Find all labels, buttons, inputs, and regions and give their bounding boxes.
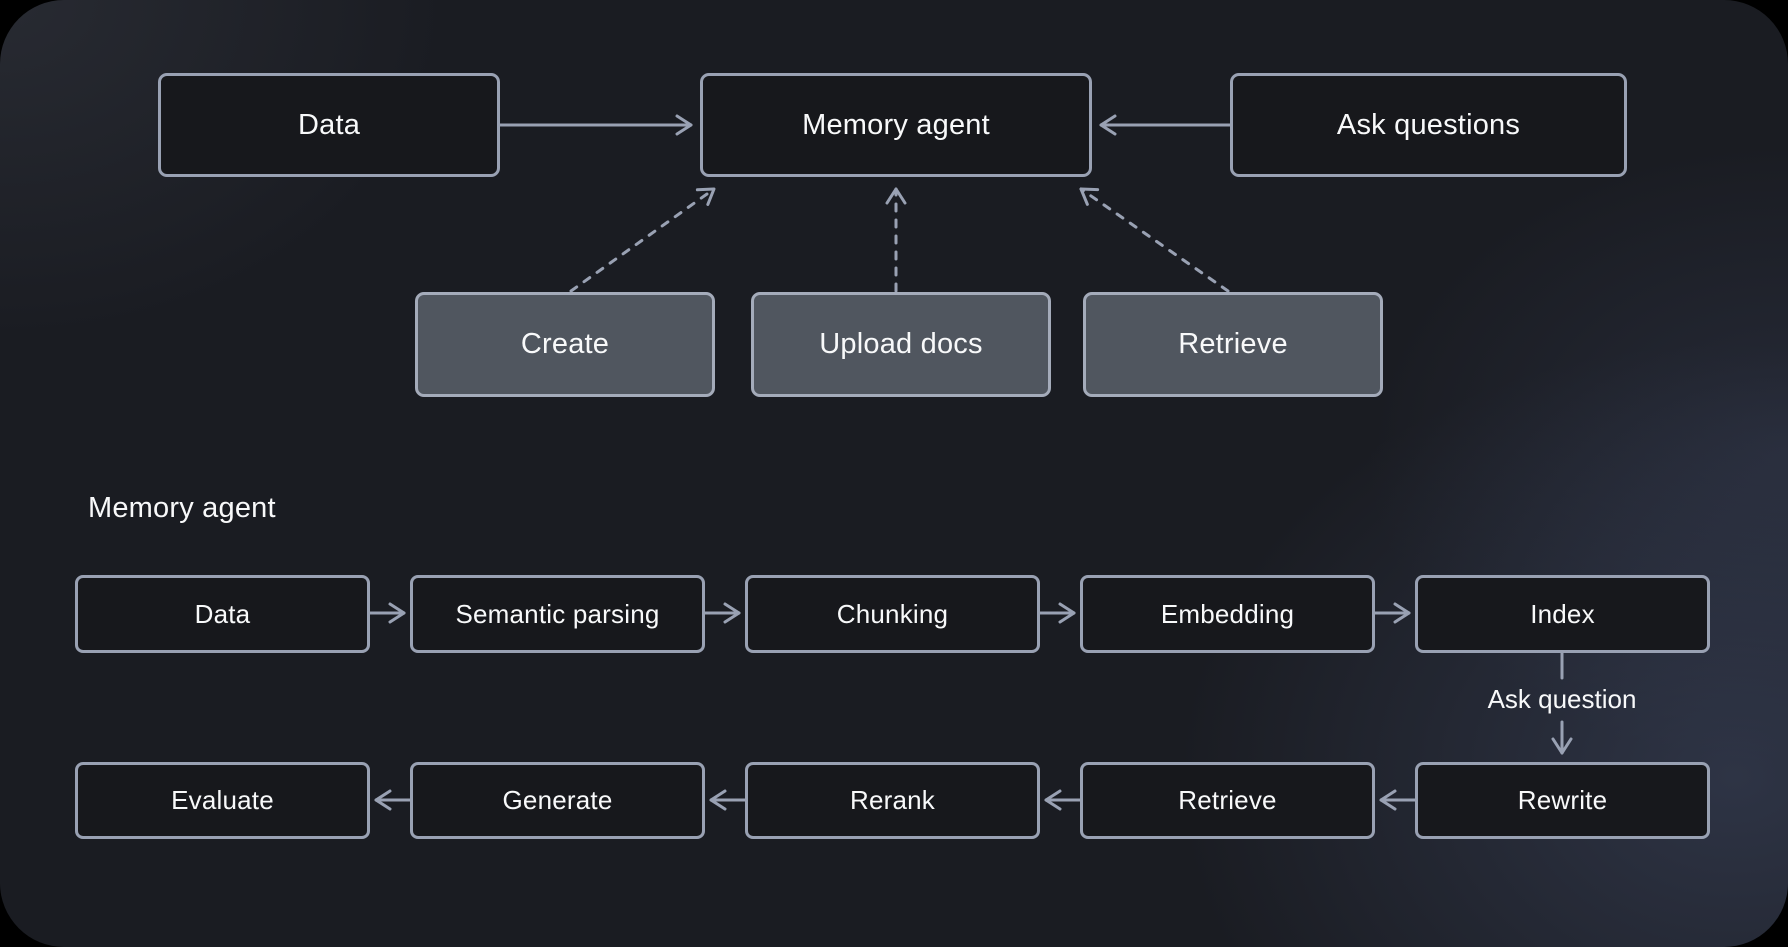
node-memory-agent: Memory agent (700, 73, 1092, 177)
node-retrieve-action: Retrieve (1083, 292, 1383, 397)
node-pipeline-data: Data (75, 575, 370, 653)
edge-create-to-memory-agent (569, 187, 716, 293)
node-upload-docs: Upload docs (751, 292, 1051, 397)
node-ask-questions: Ask questions (1230, 73, 1627, 177)
node-semantic-parsing: Semantic parsing (410, 575, 705, 653)
node-data-source: Data (158, 73, 500, 177)
edge-label-ask-question: Ask question (1487, 684, 1637, 714)
node-retrieve-pipeline: Retrieve (1080, 762, 1375, 839)
node-rerank: Rerank (745, 762, 1040, 839)
section-label-memory-agent: Memory agent (88, 492, 276, 524)
node-create: Create (415, 292, 715, 397)
node-rewrite: Rewrite (1415, 762, 1710, 839)
edge-retrieve-to-memory-agent (1079, 187, 1230, 293)
node-evaluate: Evaluate (75, 762, 370, 839)
node-index: Index (1415, 575, 1710, 653)
node-embedding: Embedding (1080, 575, 1375, 653)
node-chunking: Chunking (745, 575, 1040, 653)
node-generate: Generate (410, 762, 705, 839)
